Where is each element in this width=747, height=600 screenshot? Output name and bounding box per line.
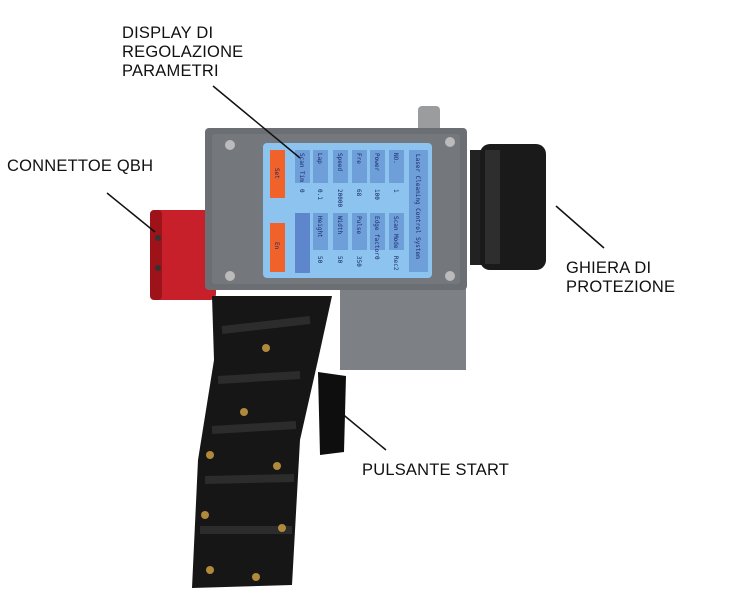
screen-header-cell [313,213,328,250]
display-label-line: DISPLAY DI [122,24,214,42]
screen-header-cell [333,150,348,183]
screen-header-cell [389,150,404,183]
connector-label: CONNETTOE QBH [7,157,154,175]
screen-header-cell [313,150,328,183]
screen-param-value[interactable]: 50 [316,256,323,264]
screen-title: Laser Cleaning Control System [414,154,421,259]
ring-leader-line [555,205,605,249]
screen-header-cell [352,213,367,250]
screen-header-cell [370,213,385,250]
set-button-label: Set [273,168,280,179]
screen-header-cell [370,150,385,183]
screen-param-value[interactable]: 0.1 [316,189,323,200]
en-button-label: En [273,242,280,250]
screen-param-label: Lap [316,153,323,164]
display-label-line: REGOLAZIONE [122,43,244,61]
screen-param-label: Scan Tim [298,153,305,182]
screen-param-value[interactable]: 50 [336,256,343,264]
protection-ring [470,144,546,270]
screen-header-cell [295,213,310,273]
connector-leader-line [106,192,156,233]
display-leader-line [212,85,301,159]
screen-header-cell [295,150,310,183]
display-label: DISPLAY DI REGOLAZIONE PARAMETRI [122,24,243,81]
screen-param-value[interactable]: Rec2 [392,256,399,271]
screen-param-label: Width [336,216,343,234]
screen-param-value[interactable]: 0 [298,189,305,193]
screen-param-label: Edge factor [373,216,380,256]
screen-param-label: Power [373,153,380,171]
en-button[interactable] [270,223,285,272]
screen-param-value[interactable]: 20000 [336,189,343,207]
ring-label: GHIERA DI PROTEZIONE [566,259,675,297]
start-trigger[interactable] [318,372,346,455]
parameter-display: Set En Laser Cleaning Control System Sca… [263,143,432,278]
screen-param-label: Speed [336,153,343,171]
screen-header-cell [389,213,404,250]
screen-param-label: Scan Mode [392,216,399,249]
screen-param-label: Fre [355,153,362,164]
ring-label-line: GHIERA DI [566,259,652,277]
screen-param-value[interactable]: 68 [355,189,362,197]
start-label: PULSANTE START [362,461,510,479]
qbh-connector [150,210,216,300]
screen-param-value[interactable]: 350 [355,256,362,267]
display-label-line: PARAMETRI [122,62,219,80]
start-leader-line [339,411,387,451]
screen-header-cell [352,150,367,183]
ring-label-line: PROTEZIONE [566,278,676,296]
handle [192,296,332,588]
screen-param-value[interactable]: 1 [392,189,399,193]
screen-param-label: NO. [392,153,399,164]
screen-param-label: Pulse [355,216,362,234]
lower-housing [340,288,466,370]
set-button[interactable] [270,150,285,198]
screen-header-cell [333,213,348,250]
screen-param-value[interactable]: 100 [373,189,380,200]
screen-param-label: Height [316,216,323,238]
screen-param-value[interactable]: 0 [373,256,380,260]
top-knob [418,106,440,132]
